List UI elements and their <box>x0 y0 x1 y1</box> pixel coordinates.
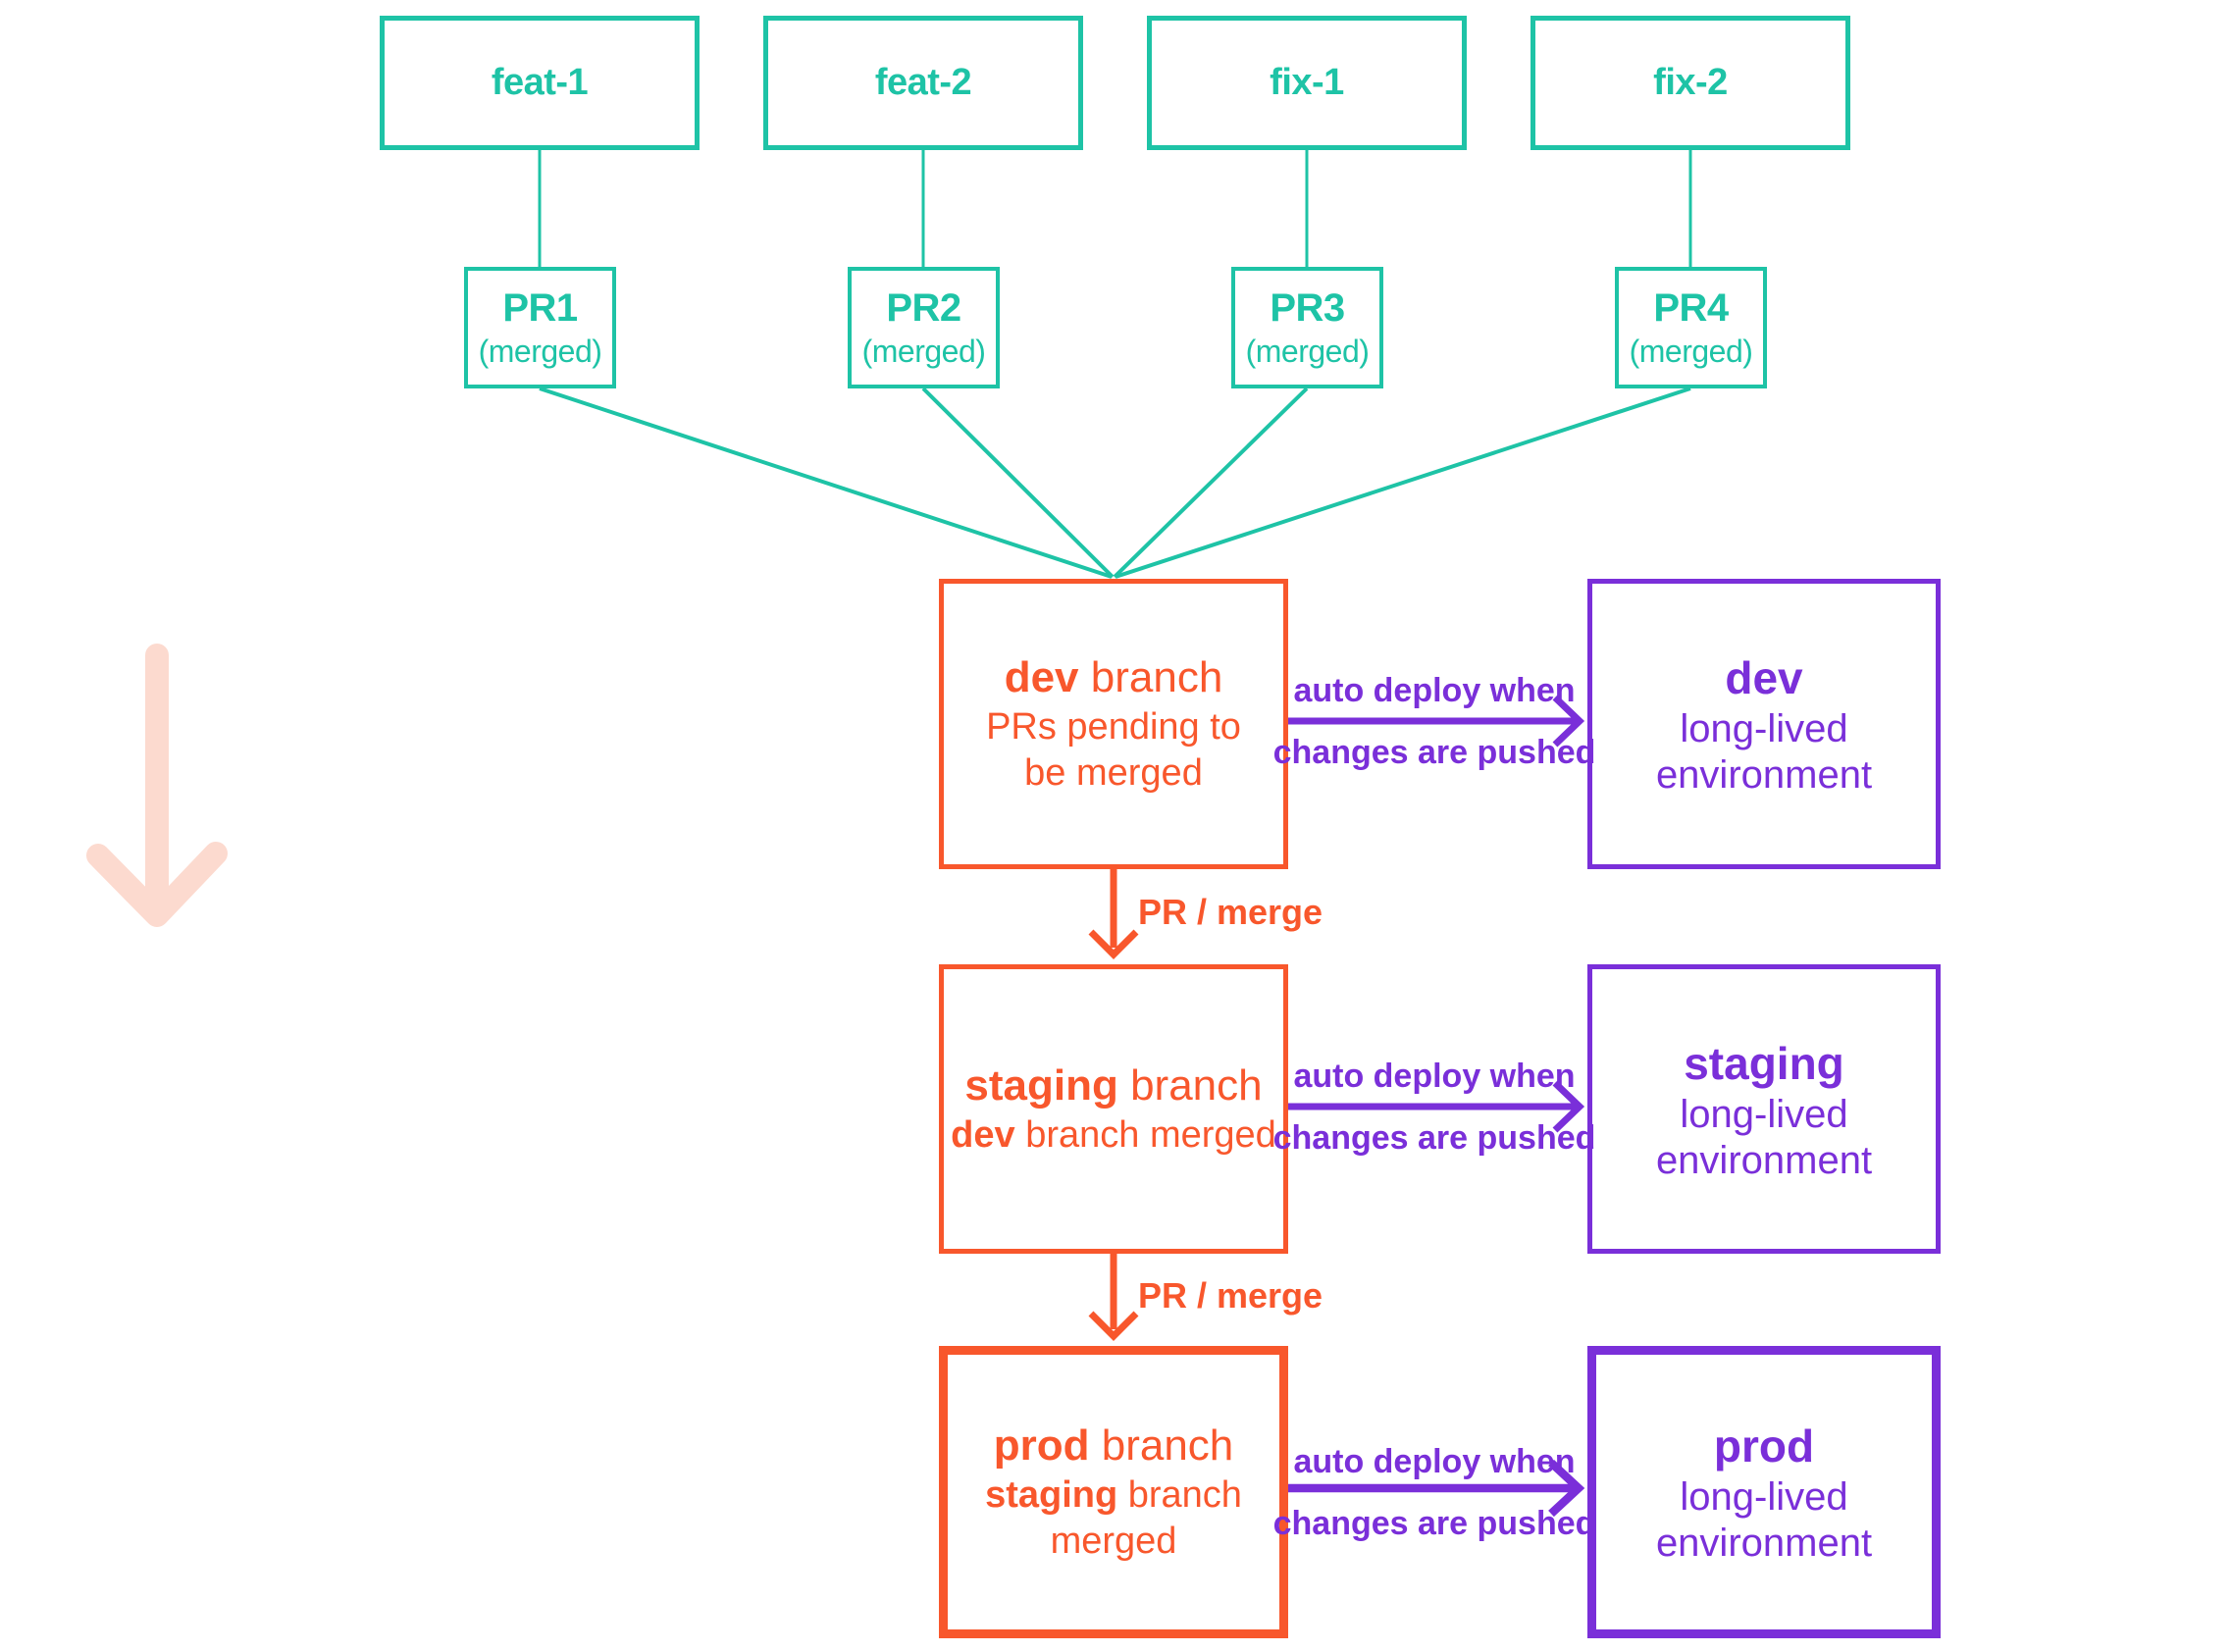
pr-box-pr4: PR4 (merged) <box>1615 267 1767 388</box>
merge-line-pr4-dev <box>1115 387 1691 579</box>
prod-branch-subtitle-bold: staging <box>985 1474 1118 1516</box>
pr-box-pr3: PR3 (merged) <box>1231 267 1383 388</box>
prod-environment-description: long-lived environment <box>1655 1475 1873 1565</box>
arrow-deploy-dev-head <box>1552 695 1585 748</box>
dev-branch-box: dev branch PRs pending to be merged <box>939 579 1288 869</box>
staging-branch-title-bold: staging <box>964 1061 1118 1110</box>
feature-branch-label: feat-2 <box>874 62 972 103</box>
dev-environment-description: long-lived environment <box>1655 707 1873 797</box>
pr-status: (merged) <box>478 334 602 369</box>
feature-branch-box-feat-1: feat-1 <box>380 16 700 150</box>
staging-branch-title: staging branch <box>964 1059 1262 1112</box>
pr-label: PR1 <box>502 286 578 330</box>
staging-branch-subtitle-rest: branch merged <box>1014 1114 1276 1156</box>
auto-deploy-label-prod-line2: changes are pushed <box>1272 1505 1596 1542</box>
dev-branch-subtitle-rest: PRs pending to be merged <box>986 706 1241 794</box>
pr-label: PR2 <box>886 286 961 330</box>
dev-branch-subtitle: PRs pending to be merged <box>966 704 1261 797</box>
pr-status: (merged) <box>1245 334 1370 369</box>
merge-line-pr1-dev <box>539 387 1113 579</box>
dev-environment-box: dev long-lived environment <box>1587 579 1941 869</box>
feature-branch-box-fix-1: fix-1 <box>1147 16 1467 150</box>
arrow-deploy-staging-head <box>1552 1080 1585 1133</box>
staging-environment-box: staging long-lived environment <box>1587 964 1941 1254</box>
dev-branch-title-rest: branch <box>1078 653 1223 701</box>
arrow-deploy-prod-head <box>1548 1459 1585 1518</box>
arrow-dev-to-staging-head <box>1088 929 1139 959</box>
staging-environment-title: staging <box>1684 1037 1844 1089</box>
prod-branch-subtitle-rest: branch merged <box>1050 1474 1242 1562</box>
pr-status: (merged) <box>861 334 986 369</box>
pr-label: PR4 <box>1653 286 1729 330</box>
merge-line-pr2-dev <box>921 387 1115 579</box>
prod-branch-title-bold: prod <box>993 1421 1090 1470</box>
prod-environment-box: prod long-lived environment <box>1587 1346 1941 1638</box>
auto-deploy-label-dev-line2: changes are pushed <box>1272 734 1596 771</box>
prod-environment-title: prod <box>1713 1420 1815 1471</box>
pr-box-pr1: PR1 (merged) <box>464 267 616 388</box>
staging-environment-description: long-lived environment <box>1655 1092 1873 1182</box>
big-down-arrow-head <box>86 842 228 927</box>
feature-branch-label: fix-2 <box>1653 62 1728 103</box>
prod-branch-title-rest: branch <box>1089 1421 1234 1470</box>
pr-label: PR3 <box>1270 286 1345 330</box>
pr-merge-label-dev-staging: PR / merge <box>1138 892 1323 932</box>
pr-box-pr2: PR2 (merged) <box>848 267 1000 388</box>
staging-branch-subtitle-bold: dev <box>951 1114 1015 1156</box>
feature-branch-label: feat-1 <box>491 62 589 103</box>
prod-branch-box: prod branch staging branch merged <box>939 1346 1288 1638</box>
prod-branch-subtitle: staging branch merged <box>952 1472 1275 1565</box>
merge-line-pr3-dev <box>1113 387 1309 579</box>
dev-branch-title: dev branch <box>1005 651 1223 704</box>
auto-deploy-label-staging-line2: changes are pushed <box>1272 1119 1596 1157</box>
feature-branch-box-feat-2: feat-2 <box>763 16 1083 150</box>
staging-branch-title-rest: branch <box>1117 1061 1263 1110</box>
arrow-staging-to-prod-head <box>1088 1311 1139 1341</box>
feature-branch-label: fix-1 <box>1270 62 1344 103</box>
prod-branch-title: prod branch <box>994 1420 1234 1472</box>
pr-merge-label-staging-prod: PR / merge <box>1138 1275 1323 1316</box>
staging-branch-subtitle: dev branch merged <box>951 1112 1276 1159</box>
pr-status: (merged) <box>1629 334 1753 369</box>
dev-branch-title-bold: dev <box>1004 653 1079 701</box>
feature-branch-box-fix-2: fix-2 <box>1531 16 1850 150</box>
staging-branch-box: staging branch dev branch merged <box>939 964 1288 1254</box>
auto-deploy-label-prod-line1: auto deploy when <box>1293 1443 1576 1480</box>
auto-deploy-label-staging-line1: auto deploy when <box>1293 1058 1576 1095</box>
dev-environment-title: dev <box>1725 652 1803 703</box>
auto-deploy-label-dev-line1: auto deploy when <box>1293 672 1576 709</box>
